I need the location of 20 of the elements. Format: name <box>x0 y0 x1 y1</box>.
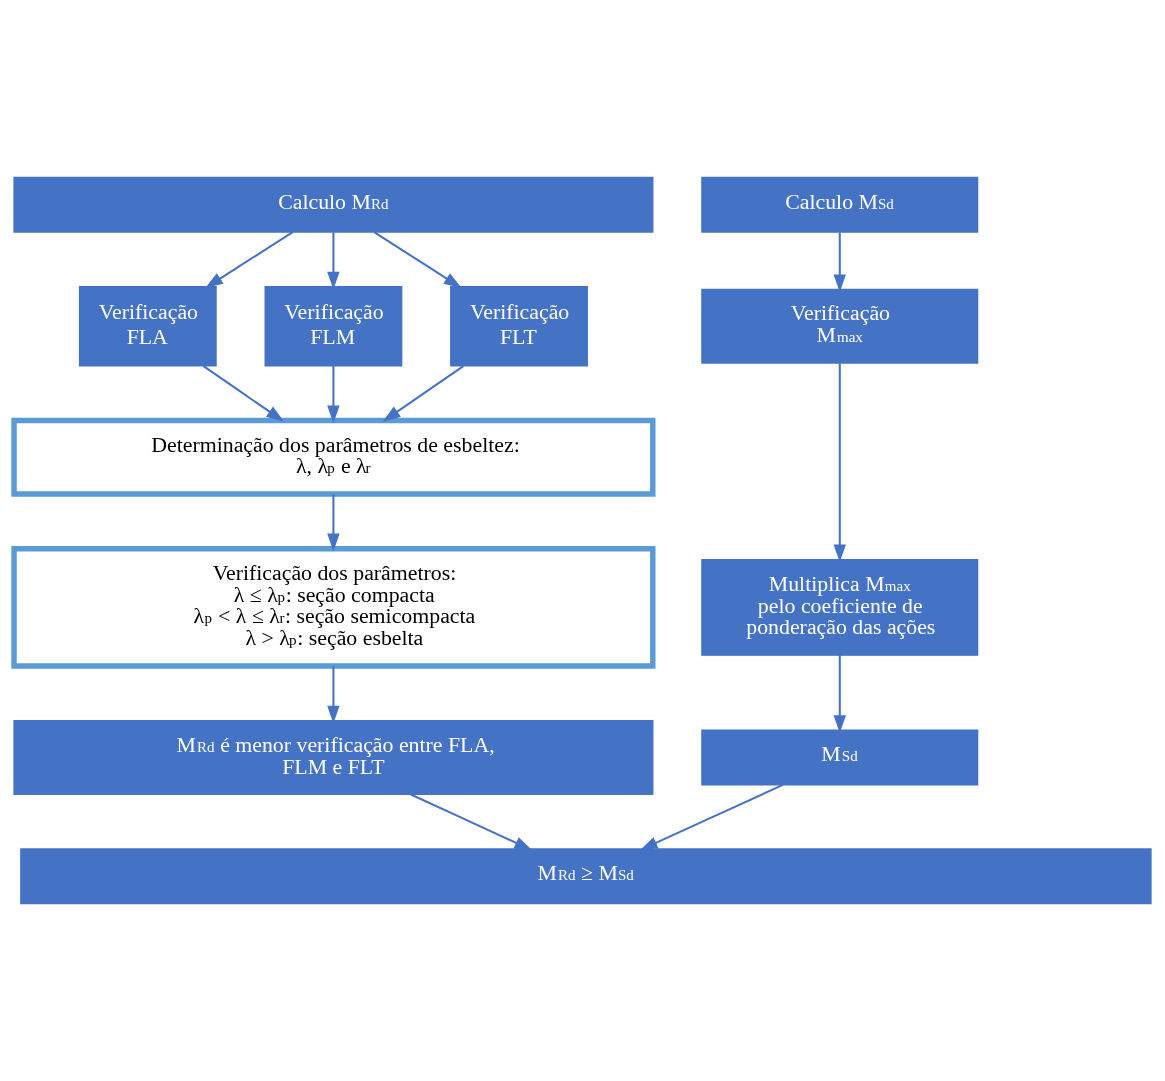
arrow <box>382 365 464 422</box>
node-box: MRd ≥ MSd <box>20 848 1152 905</box>
arrow <box>327 366 340 424</box>
node-box: Verificação FLM <box>264 285 403 367</box>
arrow <box>373 231 462 289</box>
node-box: Verificação FLT <box>450 285 588 367</box>
arrow <box>205 231 294 289</box>
node-box: Calculo MRd <box>13 176 654 233</box>
arrow <box>327 494 340 552</box>
node-box: Verificação dos parâmetros: λ ≤ λp: seção compacta λp < λ ≤ λr: seção semicompacta λ > λp: seção esbelta <box>11 545 656 669</box>
arrow <box>410 793 533 851</box>
node-box: Determinação dos parâmetros de esbeltez: λ, λp e λr <box>11 417 656 497</box>
node-box: Verificação FLA <box>78 285 217 367</box>
node-box: MSd <box>701 729 979 786</box>
arrow <box>639 783 784 851</box>
node-box: Calculo MSd <box>701 176 979 233</box>
node-box: MRd é menor verificação entre FLA, FLM e FLT <box>13 720 654 796</box>
arrow <box>202 365 285 422</box>
node-box: Verificação Mmax <box>701 288 979 364</box>
node-box: Multiplica Mmax pelo coeficiente de ponderação das ações <box>701 558 979 656</box>
